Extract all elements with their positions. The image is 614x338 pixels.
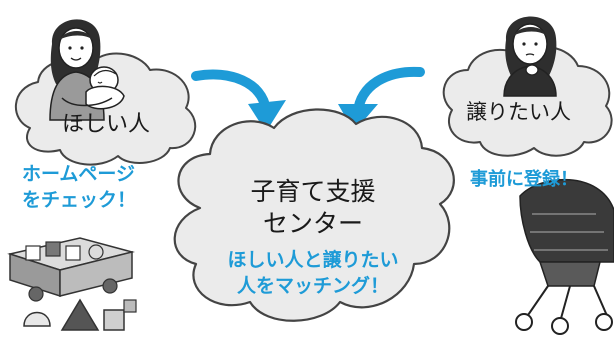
center-title-line2: センター xyxy=(262,209,363,238)
right-cloud xyxy=(442,46,613,157)
woman-thinking-icon xyxy=(503,16,557,97)
center-subtitle-line2: 人をマッチング！ xyxy=(236,275,389,297)
left-cloud-label: ほしい人 xyxy=(62,112,151,137)
left-caption-line2: をチェック！ xyxy=(22,189,137,211)
right-arrow-icon xyxy=(338,66,425,132)
left-arrow-icon xyxy=(191,69,286,132)
mother-with-baby-icon xyxy=(49,19,125,121)
baby-stroller-icon xyxy=(515,179,614,335)
right-caption: 事前に登録！ xyxy=(470,169,578,190)
right-cloud-label: 譲りたい人 xyxy=(466,100,571,124)
toy-blocks-icon xyxy=(7,237,137,331)
center-title-line1: 子育て支援 xyxy=(250,177,376,206)
center-subtitle-line1: ほしい人と譲りたい xyxy=(227,249,399,271)
center-cloud xyxy=(173,108,455,322)
left-caption-line1: ホームページ xyxy=(22,163,136,185)
